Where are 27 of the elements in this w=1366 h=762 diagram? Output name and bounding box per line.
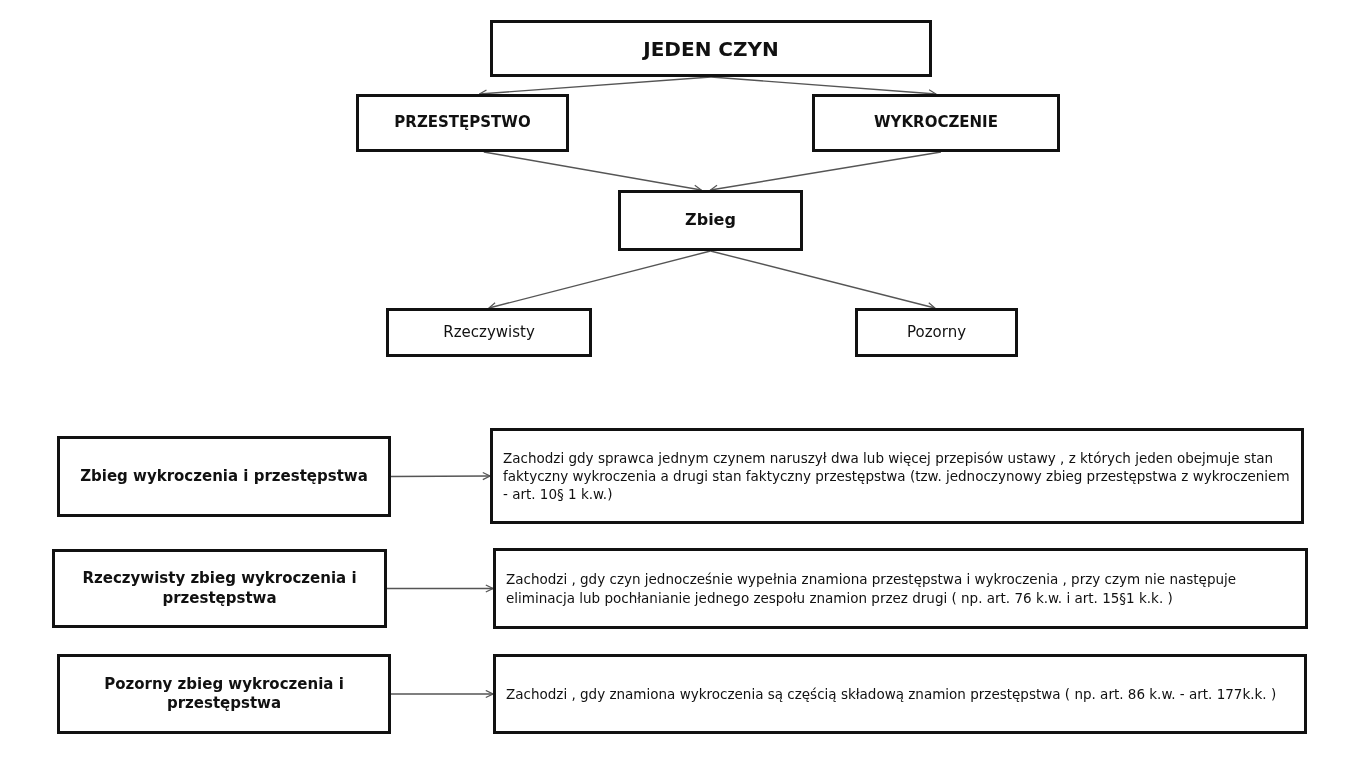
definition-box xyxy=(490,428,1304,524)
definition-text: Zachodzi , gdy znamiona wykroczenia są częścią składową znamion przestępstwa ( np. art. 86 k.w. - art. 177k.k. ) xyxy=(506,684,1277,704)
box-label: Pozorny xyxy=(907,322,966,343)
process-box xyxy=(386,308,592,357)
box-label: PRZESTĘPSTWO xyxy=(394,113,531,133)
process-box xyxy=(812,94,1060,152)
box-label: WYKROCZENIE xyxy=(874,113,998,133)
term-box xyxy=(52,549,387,628)
term-box xyxy=(57,436,391,517)
definition-text: Zachodzi gdy sprawca jednym czynem naruszył dwa lub więcej przepisów ustawy , z których jeden obejmuje stan faktyczny wykroczenia a drugi stan faktyczny przestępstwa (tzw. jednoczynowy zbieg przestępstwa z wykroczeniem - art. 10§ 1 k.w.) xyxy=(503,448,1291,504)
box-label: JEDEN CZYN xyxy=(643,35,779,62)
process-box xyxy=(618,190,803,251)
process-box xyxy=(855,308,1018,357)
box-label: Pozorny zbieg wykroczenia i przestępstwa xyxy=(103,674,345,714)
box-label: Rzeczywisty zbieg wykroczenia i przestępstwa xyxy=(81,569,358,608)
process-box xyxy=(490,20,932,77)
arrow xyxy=(386,584,494,593)
definition-text: Zachodzi , gdy czyn jednocześnie wypełnia znamiona przestępstwa i wykroczenia , przy czym nie następuje eliminacja lub pochłanianie jednego zespołu znamion przez drugi ( np. art. 76 k.w. i art. 15§1 k.k. ) xyxy=(506,570,1238,607)
arrow xyxy=(390,471,491,481)
term-box xyxy=(57,654,391,734)
box-label: Zbieg wykroczenia i przestępstwa xyxy=(80,466,368,487)
box-label: Zbieg xyxy=(685,210,736,231)
box-label: Rzeczywisty xyxy=(443,322,535,343)
definition-box xyxy=(493,654,1307,734)
arrow xyxy=(390,689,494,699)
definition-box xyxy=(493,548,1308,629)
process-box xyxy=(356,94,569,152)
